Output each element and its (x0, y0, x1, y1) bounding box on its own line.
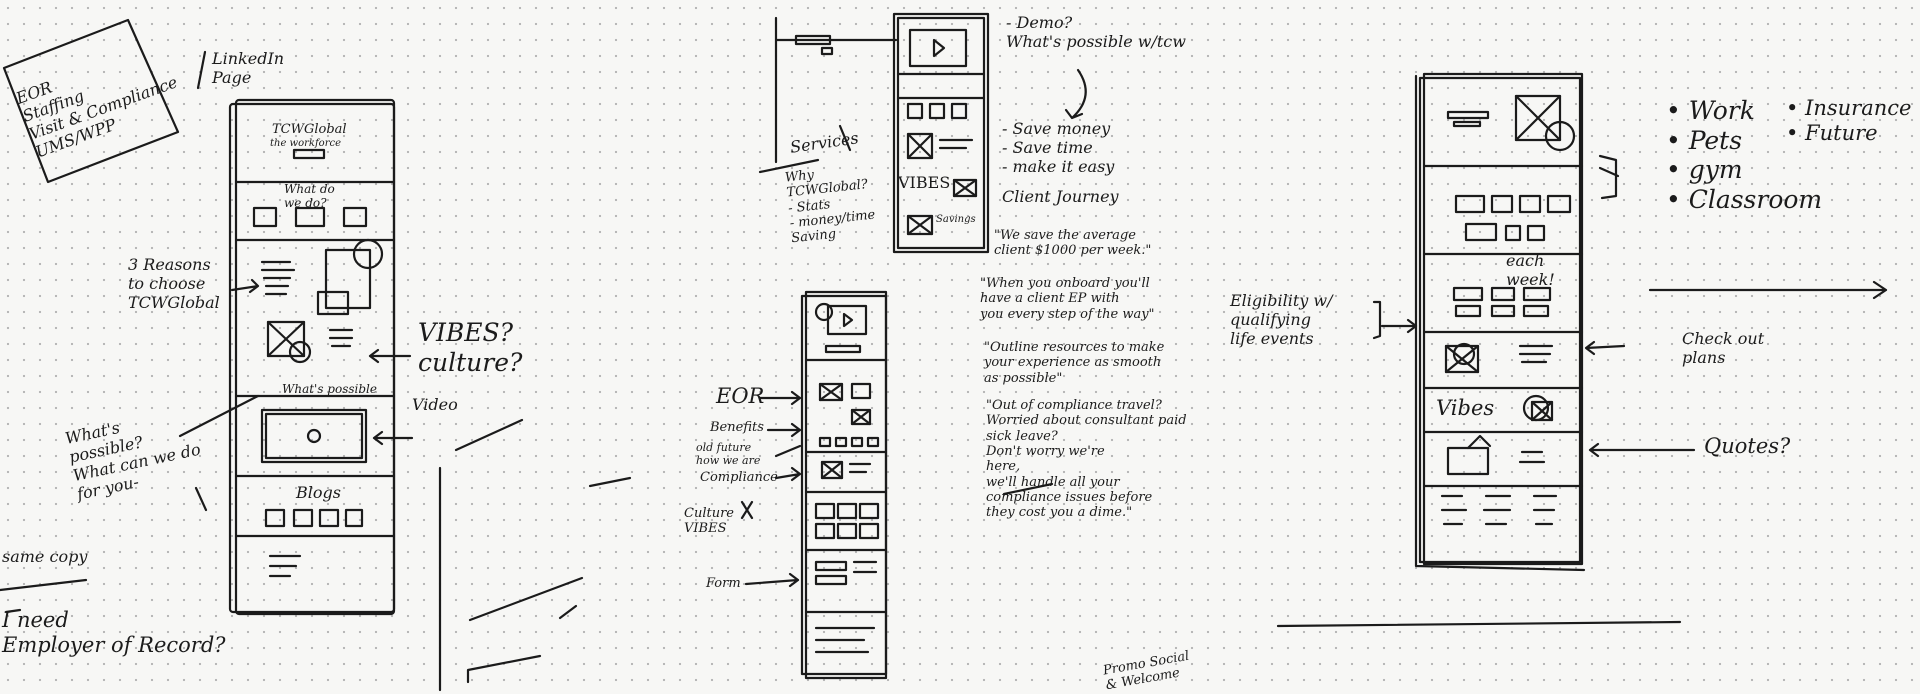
arrow (230, 278, 260, 294)
arrow (758, 390, 802, 406)
wireframe-each-week: each week! (1506, 251, 1555, 289)
wireframe-savings-label: Savings (936, 214, 976, 225)
arrow (1064, 68, 1087, 120)
arrow (1588, 442, 1696, 458)
wireframe-whats-possible: What's possible (282, 382, 377, 396)
quotes-note: Quotes? (1704, 434, 1791, 458)
eligibility-note: Eligibility w/ qualifying life events (1230, 291, 1333, 348)
middle-sheet-drawings (740, 12, 1087, 680)
compliance-quote: "Out of compliance travel? Worried about… (986, 398, 1187, 521)
culture-vibes-label: Culture VIBES (684, 506, 734, 537)
wireframe-vibes-label: VIBES (898, 173, 951, 192)
wireframe-box (252, 206, 278, 228)
wireframe-blogs: Blogs (296, 483, 341, 502)
arrow (1380, 318, 1418, 334)
arrow (368, 348, 412, 364)
wireframe-box (342, 206, 368, 228)
wireframe-video (826, 304, 868, 336)
employer-of-record-note: I need Employer of Record? (2, 608, 226, 657)
average-savings-quote: "We save the average client $1000 per we… (994, 228, 1152, 259)
arrow (744, 572, 800, 588)
wireframe-phone-frame (892, 12, 990, 254)
sketch-sheet-left: EOR Staffing Visit & Compliance UMS/WPP … (0, 0, 640, 693)
arrow (1584, 340, 1626, 356)
wireframe-video (908, 28, 968, 68)
wireframe-image-placeholder (266, 320, 306, 358)
benefits-label: Benefits (710, 420, 764, 435)
savings-list-note: - Save money - Save time - make it easy (1002, 119, 1115, 176)
wireframe-hero-subtitle: the workforce (270, 138, 341, 149)
resources-quote: "Outline resources to make your experien… (984, 340, 1165, 386)
linkedin-page-note: LinkedIn Page (212, 49, 285, 87)
linkedin-slash (196, 50, 207, 90)
client-journey-note: Client Journey (1002, 187, 1119, 206)
three-reasons-note: 3 Reasons to choose TCWGlobal (128, 255, 220, 312)
eor-note-box (2, 18, 180, 184)
compliance-label: Compliance (700, 470, 778, 485)
sketch-sheet-middle: - Demo? What's possible w/tcw Services W… (640, 0, 1210, 694)
wireframe-image-placeholder (906, 132, 934, 160)
vibes-culture-note: VIBES? culture? (418, 318, 523, 377)
video-note: Video (412, 395, 458, 414)
benefit-extras-note: • Insurance • Future (1786, 96, 1912, 145)
check-out-plans-note: Check out plans (1682, 329, 1765, 367)
form-label: Form (706, 576, 741, 591)
left-sheet-drawings (0, 18, 632, 692)
wireframe-phone-frame (1418, 76, 1582, 564)
arrow (372, 430, 414, 446)
wireframe-video (260, 408, 368, 464)
wireframe-what-do-we-do: What do we do? (284, 182, 335, 211)
same-copy-note: same copy (2, 547, 88, 566)
sketch-sheet-right: each week! • Work • Pets • gym • Classro… (1210, 0, 1920, 693)
old-future-label: old future how we are (696, 441, 761, 467)
wireframe-vibes-label: Vibes (1436, 396, 1495, 420)
wireframe-image-placeholder (1514, 94, 1562, 142)
arrow (766, 422, 802, 438)
benefit-categories-note: • Work • Pets • gym • Classroom (1666, 96, 1823, 214)
arrow (1648, 280, 1888, 300)
wireframe-hero-title: TCWGlobal (272, 122, 347, 137)
arrow (774, 466, 802, 482)
eor-label: EOR (716, 384, 765, 408)
right-sheet-drawings (1276, 72, 1888, 628)
onboarding-quote: "When you onboard you'll have a client E… (980, 276, 1155, 322)
demo-note: - Demo? What's possible w/tcw (1006, 13, 1186, 51)
why-tcwglobal-note: Why TCWGlobal? - Stats - money/time Savi… (784, 167, 877, 247)
wireframe-box (294, 206, 326, 228)
